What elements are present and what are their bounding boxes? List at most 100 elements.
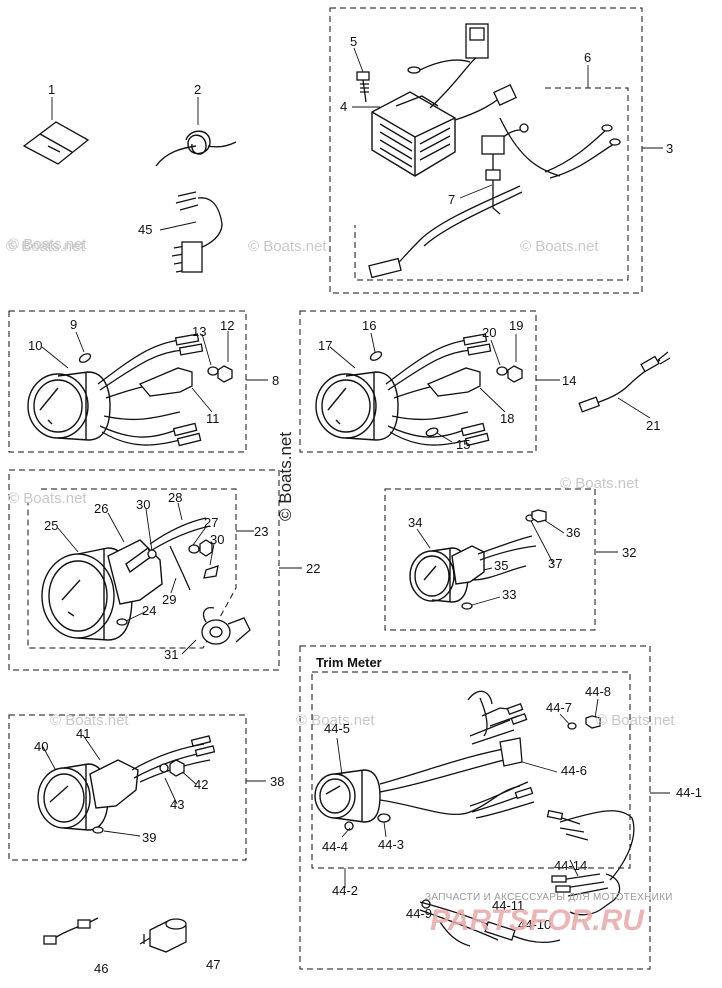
label-9: 9 [70, 317, 78, 332]
part-25-gauge [41, 539, 163, 641]
part-34-gauge [409, 545, 485, 603]
label-33: 33 [502, 587, 517, 602]
part-6-harness [368, 23, 621, 279]
label-15: 15 [456, 437, 471, 452]
label-11: 11 [206, 411, 220, 426]
label-44-11: 44-11 [492, 898, 525, 913]
label-36: 36 [566, 525, 581, 540]
label-30-b: 30 [210, 532, 225, 547]
label-4: 4 [340, 99, 348, 114]
shop-banner: ЗАПЧАСТИ И АКСЕССУАРЫ ДЛЯ МОТОТЕХНИКИ [425, 892, 673, 903]
label-44-3: 44-3 [378, 837, 405, 852]
label-18: 18 [500, 411, 515, 426]
watermark-faint: © Boats.net [296, 712, 375, 729]
label-8: 8 [272, 373, 280, 388]
part-44-harness [344, 690, 601, 831]
label-44-6: 44-6 [561, 763, 588, 778]
label-46: 46 [94, 961, 109, 976]
box-gauge-38 [8, 714, 247, 861]
part-40-gauge [37, 759, 139, 831]
watermark-faint: © Boats.net [6, 238, 85, 255]
label-10: 10 [28, 338, 43, 353]
watermark-faint: © Boats.net [8, 236, 87, 253]
trim-meter-title: Trim Meter [316, 655, 382, 670]
label-20: 20 [482, 325, 497, 340]
box-gauge-14 [299, 310, 537, 453]
box-gauge-23 [27, 488, 237, 649]
label-44-2: 44-2 [332, 883, 359, 898]
label-30: 30 [136, 497, 151, 512]
label-41: 41 [76, 726, 91, 741]
label-44-14: 44-14 [554, 858, 588, 873]
label-34: 34 [408, 515, 423, 530]
part-5-bolt [356, 71, 370, 103]
label-17: 17 [318, 338, 333, 353]
label-3: 3 [666, 141, 674, 156]
part-44-5-meter [314, 769, 381, 823]
part-47-sender [139, 918, 187, 953]
part-46-cable [43, 917, 99, 945]
box-gauge-22 [8, 469, 280, 671]
box-gauge-32 [384, 488, 596, 631]
label-16: 16 [362, 318, 377, 333]
label-22: 22 [306, 561, 321, 576]
part-23-wires [116, 517, 219, 626]
label-21: 21 [646, 418, 661, 433]
watermark-faint: © Boats.net [50, 712, 129, 729]
part-10-wires [78, 333, 233, 447]
label-2: 2 [194, 82, 202, 97]
part-32-wires [461, 509, 547, 610]
watermark-faint: © Boats.net [596, 712, 675, 729]
label-44-5: 44-5 [324, 721, 351, 736]
label-12: 12 [220, 318, 235, 333]
part-44-14-harness [419, 809, 635, 947]
label-44-7: 44-7 [546, 700, 573, 715]
label-44-8: 44-8 [585, 684, 612, 699]
box-trim-meter [299, 645, 651, 970]
label-44-4: 44-4 [322, 839, 349, 854]
watermark-faint: © Boats.net [560, 475, 639, 492]
leader-lines [41, 47, 670, 888]
shop-logo: PARTSFOR.RU [430, 904, 644, 937]
label-13: 13 [192, 324, 207, 339]
label-1: 1 [48, 82, 56, 97]
part-2-clip [155, 130, 237, 167]
label-19: 19 [509, 318, 524, 333]
part-17-wires [369, 333, 523, 447]
label-14: 14 [562, 373, 577, 388]
label-23: 23 [254, 524, 269, 539]
label-37: 37 [548, 556, 563, 571]
label-27: 27 [204, 515, 219, 530]
part-4-regulator [371, 91, 456, 177]
label-39: 39 [142, 830, 157, 845]
part-10-gauge [27, 371, 111, 441]
box-gauge-8 [8, 310, 247, 453]
watermark-faint: © Boats.net [248, 238, 327, 255]
part-17-gauge [315, 371, 399, 441]
label-25: 25 [44, 518, 59, 533]
label-42: 42 [194, 777, 209, 792]
box-trim-inner [311, 671, 631, 869]
label-28: 28 [168, 490, 183, 505]
label-7: 7 [448, 192, 456, 207]
label-45: 45 [138, 222, 153, 237]
label-44-9: 44-9 [406, 906, 433, 921]
label-6: 6 [584, 50, 592, 65]
watermark-faint: © Boats.net [8, 490, 87, 507]
label-26: 26 [94, 501, 109, 516]
box-harness-6 [354, 87, 629, 281]
label-24: 24 [142, 603, 157, 618]
label-29: 29 [162, 592, 177, 607]
part-1-pouch [22, 121, 90, 165]
label-44-10: 44-10 [518, 917, 552, 932]
label-32: 32 [622, 545, 637, 560]
box-regulator [329, 7, 643, 294]
part-21-cable [578, 351, 671, 413]
part-38-wires [92, 735, 216, 834]
label-44-1: 44-1 [676, 785, 703, 800]
label-43: 43 [170, 797, 185, 812]
label-5: 5 [350, 34, 358, 49]
label-47: 47 [206, 957, 221, 972]
